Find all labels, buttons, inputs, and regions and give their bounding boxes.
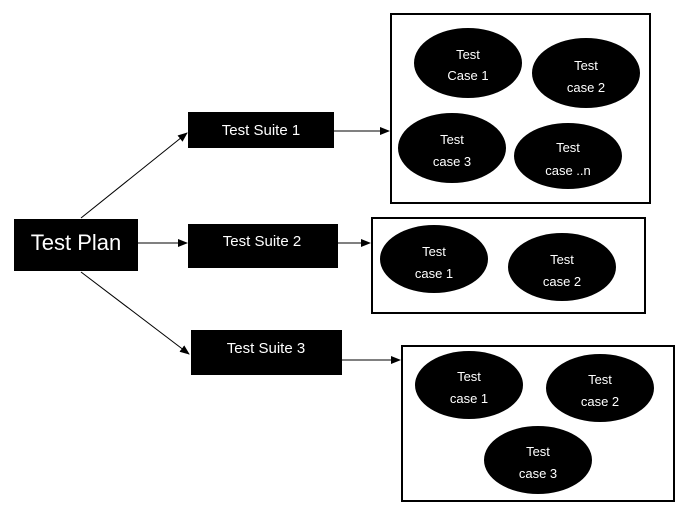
suite-2-case-2: Test case 2 bbox=[508, 233, 616, 301]
suite-3-case-3-line-2: case 3 bbox=[519, 466, 557, 481]
test-suite-3-label: Test Suite 3 bbox=[227, 340, 305, 357]
test-suite-1-node: Test Suite 1 bbox=[188, 112, 334, 148]
suite-3-case-3: Test case 3 bbox=[484, 426, 592, 494]
suite-3-cases-container: Test case 1 Test case 2 Test case 3 bbox=[401, 345, 675, 502]
test-plan-label: Test Plan bbox=[31, 230, 122, 255]
arrow-plan-to-suite-3 bbox=[80, 271, 190, 355]
connectors bbox=[80, 127, 401, 364]
suite-2-case-1-line-2: case 1 bbox=[415, 266, 453, 281]
suite-3-case-2: Test case 2 bbox=[546, 354, 654, 422]
suite-1-case-n-line-2: case ..n bbox=[545, 163, 591, 178]
suite-1-case-1-line-2: Case 1 bbox=[447, 68, 488, 83]
suite-2-case-2-line-1: Test bbox=[550, 252, 574, 267]
suite-2-case-1-line-1: Test bbox=[422, 244, 446, 259]
test-suite-3-node: Test Suite 3 bbox=[191, 330, 342, 375]
suite-3-case-3-line-1: Test bbox=[526, 444, 550, 459]
suite-3-case-1-line-1: Test bbox=[457, 369, 481, 384]
suite-1-case-2-line-1: Test bbox=[574, 58, 598, 73]
suite-1-case-1-line-1: Test bbox=[456, 47, 480, 62]
suite-1-case-n-line-1: Test bbox=[556, 140, 580, 155]
suite-1-case-2: Test case 2 bbox=[532, 38, 640, 108]
suite-1-case-3: Test case 3 bbox=[398, 113, 506, 183]
suite-2-cases-container: Test case 1 Test case 2 bbox=[371, 217, 646, 314]
suite-2-case-1: Test case 1 bbox=[380, 225, 488, 293]
suite-2-case-2-line-2: case 2 bbox=[543, 274, 581, 289]
test-suite-2-label: Test Suite 2 bbox=[223, 233, 301, 250]
suite-3-case-2-line-1: Test bbox=[588, 372, 612, 387]
suite-1-case-1: Test Case 1 bbox=[414, 28, 522, 98]
suite-3-case-1: Test case 1 bbox=[415, 351, 523, 419]
test-plan-node: Test Plan bbox=[14, 219, 138, 271]
suite-1-case-2-line-2: case 2 bbox=[567, 80, 605, 95]
test-suite-1-label: Test Suite 1 bbox=[222, 122, 300, 139]
suite-1-cases-container: Test Case 1 Test case 2 Test case 3 Test… bbox=[390, 13, 651, 204]
suite-1-case-n: Test case ..n bbox=[514, 123, 622, 189]
test-suite-2-node: Test Suite 2 bbox=[188, 224, 338, 268]
suite-1-case-3-line-2: case 3 bbox=[433, 154, 471, 169]
suite-3-case-1-line-2: case 1 bbox=[450, 391, 488, 406]
arrow-plan-to-suite-1 bbox=[80, 132, 188, 219]
suite-3-case-2-line-2: case 2 bbox=[581, 394, 619, 409]
suite-1-case-3-line-1: Test bbox=[440, 132, 464, 147]
